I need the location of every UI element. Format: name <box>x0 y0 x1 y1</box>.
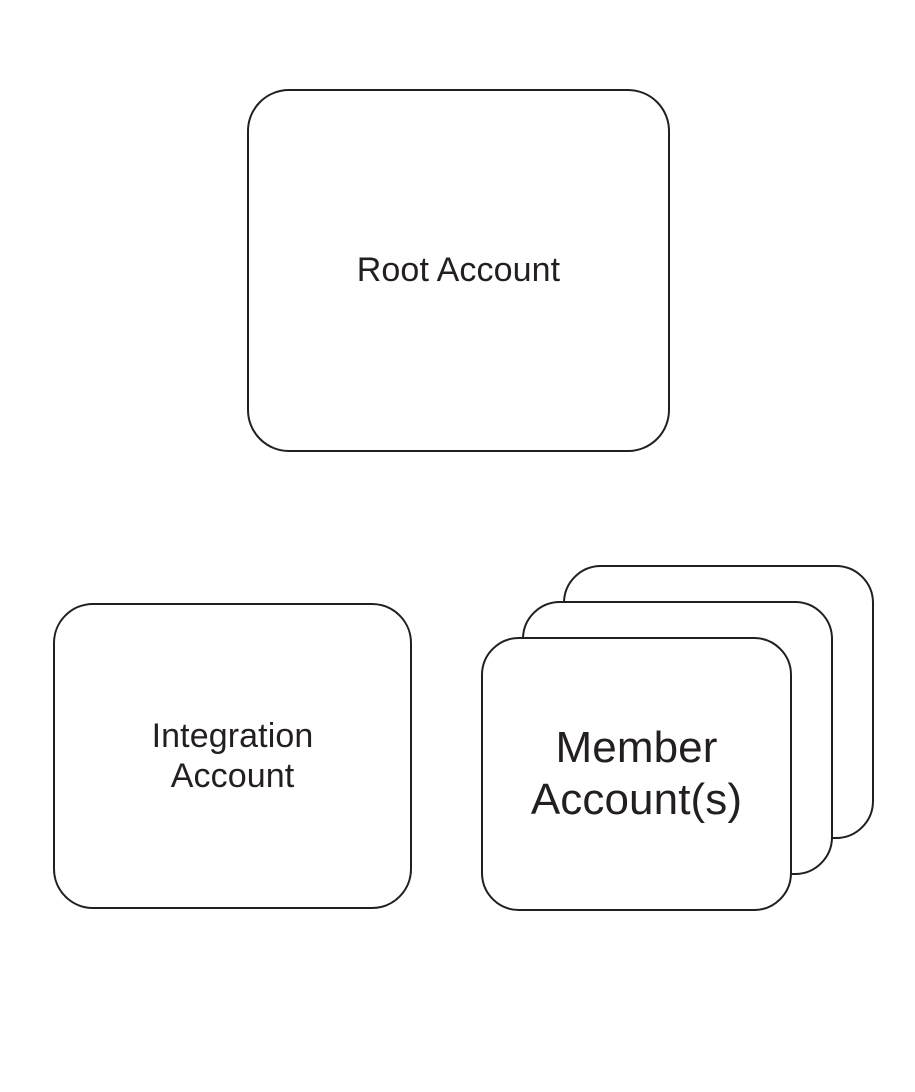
node-integration-account-label: Integration Account <box>151 716 314 795</box>
node-member-account-card-front[interactable]: Member Account(s) <box>481 637 792 911</box>
node-root-account-label: Root Account <box>356 251 561 290</box>
node-member-account-stack[interactable]: Member Account(s) <box>481 565 876 913</box>
node-member-account-label: Member Account(s) <box>530 723 743 824</box>
node-integration-account[interactable]: Integration Account <box>53 603 412 909</box>
node-root-account[interactable]: Root Account <box>247 89 670 452</box>
